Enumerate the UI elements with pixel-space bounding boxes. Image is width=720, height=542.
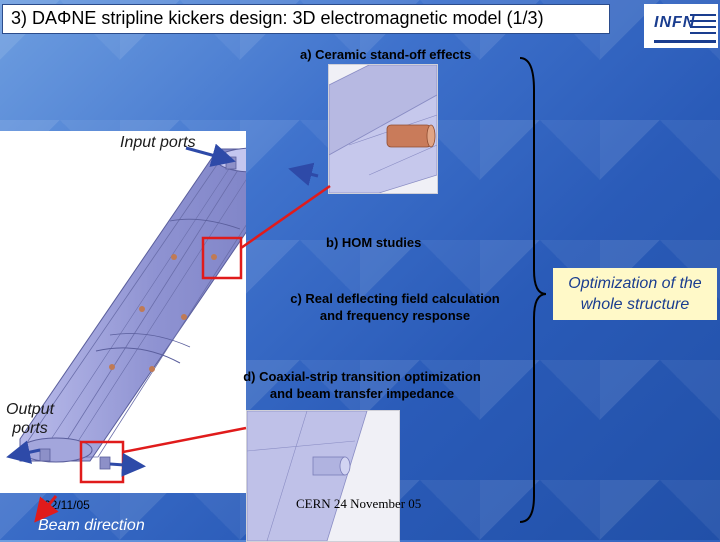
optimization-box: Optimization of the whole structure [553, 268, 717, 320]
inset-coaxial-transition [246, 410, 400, 542]
highlight-box-standoff [201, 236, 243, 280]
infn-logo: INFN [644, 4, 718, 48]
standoff-marker [149, 366, 155, 372]
standoff-marker [139, 306, 145, 312]
callout-input-ports: Input ports [120, 134, 196, 151]
standoff-marker [181, 314, 187, 320]
label-hom-studies: b) HOM studies [326, 235, 422, 250]
standoff-marker [211, 254, 217, 260]
slide-title-text: 3) DAΦNE stripline kickers design: 3D el… [11, 8, 544, 28]
infn-logo-text: INFN [654, 14, 696, 31]
input-port-arrow [288, 162, 319, 187]
standoff-marker [109, 364, 115, 370]
callout-beam-direction: Beam direction [38, 517, 145, 534]
label-coaxial-transition: d) Coaxial-strip transition optimization… [243, 369, 481, 401]
coaxial-transition-render [247, 411, 399, 541]
ceramic-standoff-render [329, 65, 437, 193]
beam-direction-arrow [34, 495, 59, 523]
inset-ceramic-standoff [328, 64, 438, 194]
connector-line-d [122, 426, 247, 454]
footer-event: CERN 24 November 05 [296, 496, 422, 511]
output-port-arrow [6, 440, 41, 464]
label-deflecting-field: c) Real deflecting field calculation and… [290, 291, 500, 323]
connector-line-a [240, 184, 331, 250]
infn-logo-graphic [654, 14, 716, 43]
standoff-marker [171, 254, 177, 260]
input-port-arrow [185, 143, 236, 167]
output-port-arrow [109, 452, 146, 477]
highlight-box-transition [79, 440, 125, 484]
slide-title: 3) DAΦNE stripline kickers design: 3D el… [2, 4, 610, 34]
grouping-brace [519, 57, 547, 523]
callout-output-ports: Output ports [6, 401, 55, 437]
label-ceramic-standoff: a) Ceramic stand-off effects [300, 47, 472, 62]
